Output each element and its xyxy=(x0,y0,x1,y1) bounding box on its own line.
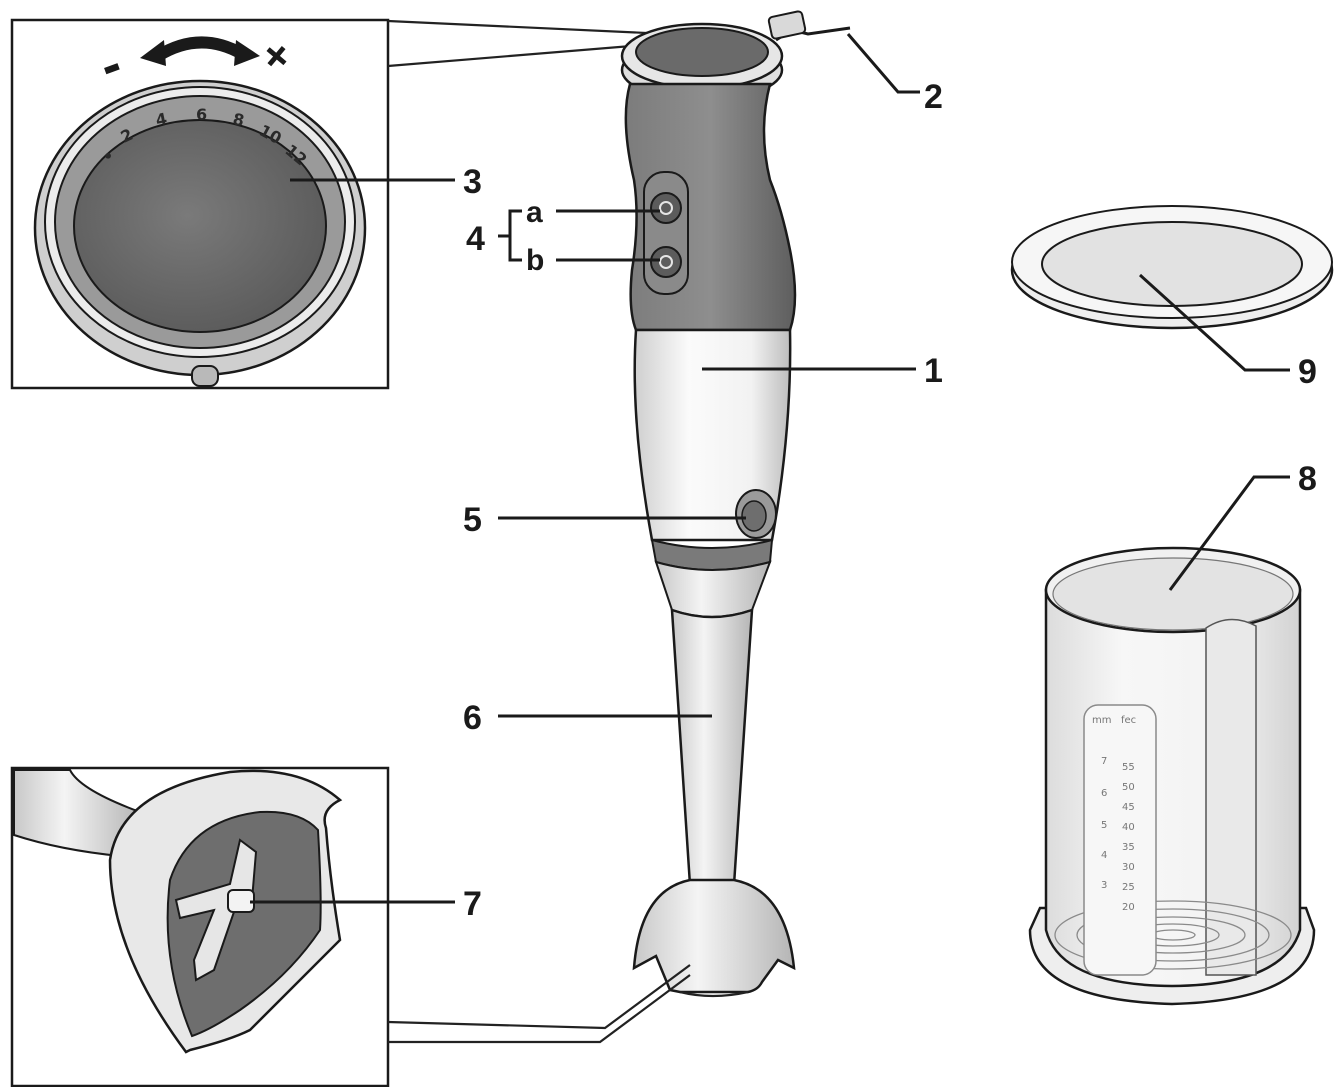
scale-right-mark: 40 xyxy=(1122,822,1135,833)
scale-left-header: mm xyxy=(1092,715,1111,726)
callout-9: 9 xyxy=(1298,353,1317,391)
blade-leader-top xyxy=(387,964,691,1030)
dial-mark-6: 6 xyxy=(196,105,207,124)
scale-right-mark: 45 xyxy=(1122,802,1135,813)
cord-grommet xyxy=(767,10,807,40)
scale-right-mark: 55 xyxy=(1122,762,1135,773)
blade-inset xyxy=(10,766,691,1087)
bracket-4 xyxy=(498,209,522,262)
jug-rim-inner xyxy=(1052,557,1294,631)
callout-4b: b xyxy=(526,244,544,277)
scale-right-mark: 50 xyxy=(1122,782,1135,793)
leader-9 xyxy=(1138,273,1290,372)
scale-right-header: fec xyxy=(1121,715,1136,726)
scale-left-mark: 7 xyxy=(1101,756,1107,767)
button-a[interactable] xyxy=(650,192,682,224)
button-b-symbol-icon xyxy=(659,255,673,269)
button-a-symbol-icon xyxy=(659,201,673,215)
hand-blender xyxy=(620,10,851,998)
blade-inset-inner xyxy=(166,810,322,1038)
scale-right-mark: 35 xyxy=(1122,842,1135,853)
blade-leader-bottom xyxy=(388,974,691,1044)
scale-left-mark: 5 xyxy=(1101,820,1107,831)
callout-1: 1 xyxy=(924,352,943,390)
callout-4a: a xyxy=(526,196,543,229)
dial-face xyxy=(73,119,327,333)
callout-3: 3 xyxy=(463,163,482,201)
callout-6: 6 xyxy=(463,699,482,737)
callout-8: 8 xyxy=(1298,460,1317,498)
blade-guard xyxy=(632,878,796,994)
blade-guard-rim xyxy=(679,990,749,998)
scale-left-mark: 3 xyxy=(1101,880,1107,891)
jug-spout-ridge xyxy=(1205,618,1257,976)
dial-mark-8: 8 xyxy=(231,109,246,130)
button-b[interactable] xyxy=(650,246,682,278)
dial-mark-0: • xyxy=(103,147,113,166)
scale-right-mark: 30 xyxy=(1122,862,1135,873)
scale-left-mark: 6 xyxy=(1101,788,1107,799)
scale-left-mark: 4 xyxy=(1101,850,1107,861)
callout-5: 5 xyxy=(463,501,482,539)
inset-leader-top xyxy=(387,19,691,37)
callout-2: 2 xyxy=(924,78,943,116)
blender-top-dial xyxy=(635,27,769,77)
lid-inner xyxy=(1041,221,1303,307)
callout-7: 7 xyxy=(463,885,482,923)
release-button-inner xyxy=(741,500,767,532)
jug-base-rings xyxy=(1054,900,1292,970)
scale-right-mark: 25 xyxy=(1122,882,1135,893)
callout-4: 4 xyxy=(466,220,485,258)
dial-rotate-arrow-icon xyxy=(140,36,260,66)
dial-inset: • 2 4 6 8 10 12 - + xyxy=(10,18,706,390)
jug-scale-window xyxy=(1083,704,1157,976)
dial-mark-4: 4 xyxy=(154,109,169,130)
jug-lid xyxy=(1010,205,1334,372)
scale-right-mark: 20 xyxy=(1122,902,1135,913)
leader-2 xyxy=(846,33,920,94)
dial-bottom-nub xyxy=(191,365,219,387)
leader-8 xyxy=(1168,475,1290,591)
measuring-jug: mm fec 7 6 5 4 3 55 50 45 40 35 30 25 20 xyxy=(1028,475,1316,1006)
blender-shaft xyxy=(670,608,754,887)
